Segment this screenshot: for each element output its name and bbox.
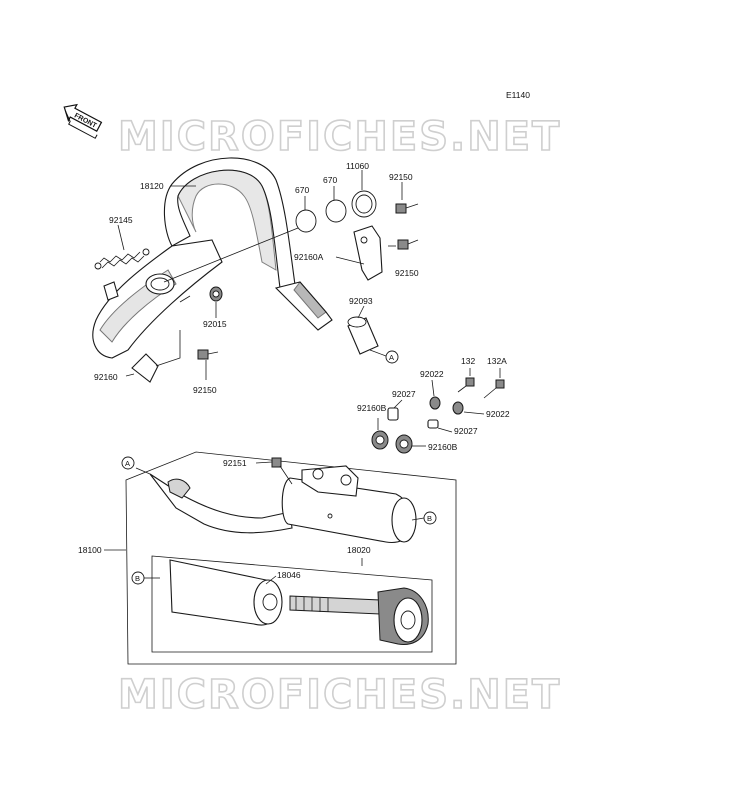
bracket-92160 [131, 353, 159, 383]
watermark-bottom: MICROFICHES.NET [118, 672, 561, 718]
collar-92027-a [387, 407, 399, 421]
part-label-92160a: 92160A [294, 252, 324, 262]
washer-92022-b [452, 401, 464, 415]
part-label-18046: 18046 [277, 570, 301, 580]
part-label-92027-a: 92027 [392, 389, 416, 399]
bolt-92150-b [397, 239, 419, 250]
part-label-132a: 132A [487, 356, 507, 366]
ref-b-upper: B [423, 511, 437, 525]
bolt-132 [457, 377, 475, 393]
front-arrow-icon: FRONT [63, 103, 103, 139]
part-label-92022-b: 92022 [486, 409, 510, 419]
part-label-132: 132 [461, 356, 475, 366]
diagram-code: E1140 [506, 90, 530, 100]
oring-670-a [295, 209, 317, 233]
washer-92022-a [429, 396, 441, 410]
part-label-92160b-a: 92160B [357, 403, 387, 413]
packing-18046 [169, 559, 283, 626]
part-label-18020: 18020 [347, 545, 371, 555]
part-label-92151: 92151 [223, 458, 247, 468]
leader-lines-upper [117, 170, 403, 380]
svg-text:A: A [125, 459, 130, 468]
part-label-18100: 18100 [78, 545, 102, 555]
part-label-92022-a: 92022 [420, 369, 444, 379]
part-label-92150-c: 92150 [193, 385, 217, 395]
part-label-92160b-b: 92160B [428, 442, 458, 452]
ref-a-lower: A [121, 456, 135, 470]
watermark-top: MICROFICHES.NET [118, 114, 561, 160]
ref-a-upper: A [385, 350, 399, 364]
ref-b-lower: B [131, 571, 145, 585]
part-label-92145: 92145 [109, 215, 133, 225]
oring-670-b [325, 199, 347, 223]
part-label-670-a: 670 [295, 185, 309, 195]
part-label-92093: 92093 [349, 296, 373, 306]
part-label-92015: 92015 [203, 319, 227, 329]
grommet-92160b-a [371, 430, 389, 450]
muffler-assembly [125, 451, 457, 665]
part-label-92150-b: 92150 [395, 268, 419, 278]
collar-92027-b [427, 419, 439, 429]
bolt-92151 [271, 457, 293, 485]
bolt-92150-a [395, 203, 419, 214]
muffler-inner-box [151, 555, 433, 653]
bolt-132a [483, 379, 505, 399]
part-label-670-b: 670 [323, 175, 337, 185]
leader-lines-lower [104, 368, 501, 585]
part-label-92027-b: 92027 [454, 426, 478, 436]
svg-text:B: B [135, 574, 140, 583]
part-label-11060: 11060 [346, 161, 369, 171]
svg-text:A: A [389, 353, 394, 362]
svg-text:B: B [427, 514, 432, 523]
bracket-92160a [353, 225, 383, 281]
grommet-92160b-b [395, 434, 413, 454]
core-18020 [289, 587, 429, 645]
part-label-18120: 18120 [140, 181, 164, 191]
part-label-92150-a: 92150 [389, 172, 413, 182]
header-pipe [92, 157, 333, 359]
spring-92145 [94, 248, 150, 270]
part-label-92160: 92160 [94, 372, 118, 382]
bolt-92150-c [197, 349, 219, 360]
